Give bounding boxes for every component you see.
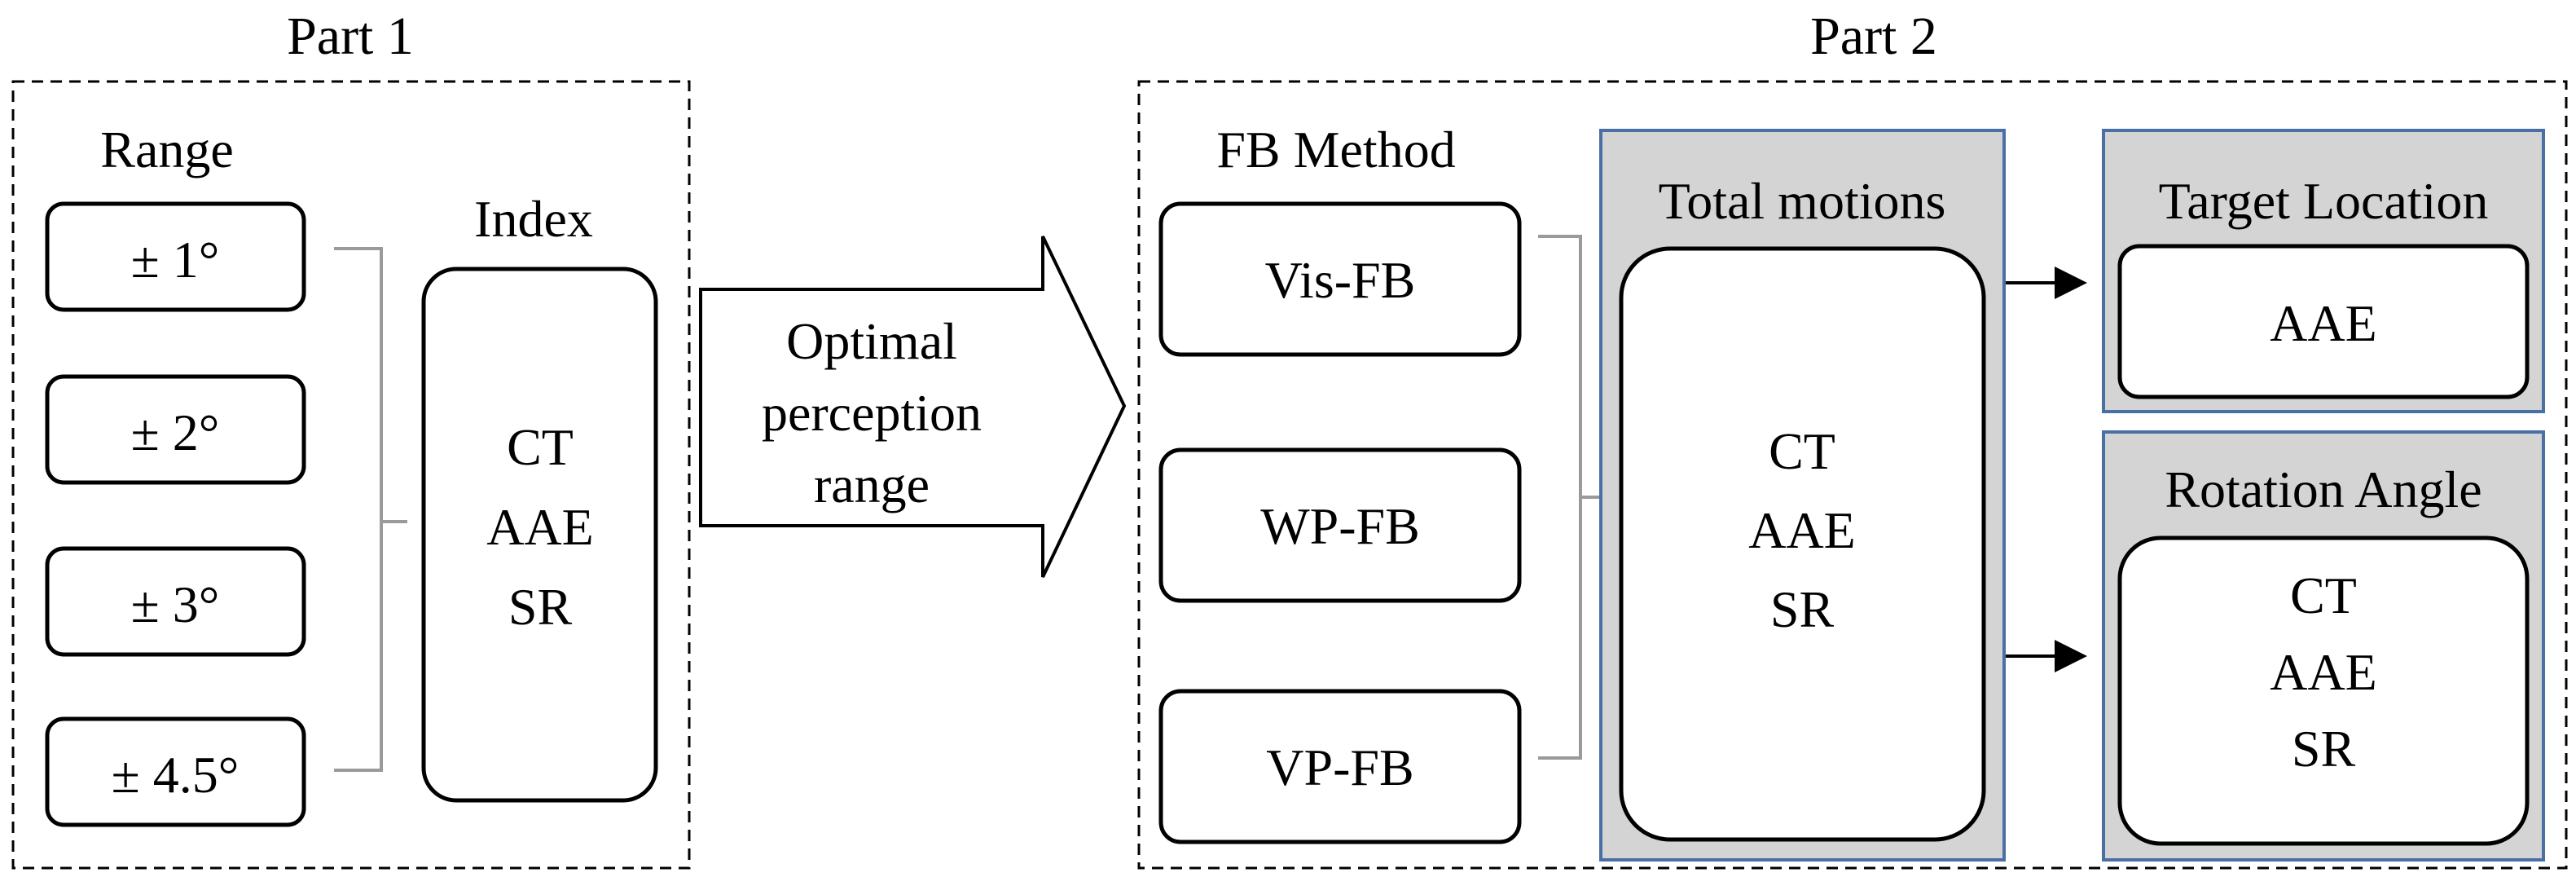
range-label: Range	[100, 121, 234, 178]
index-metric-2: AAE	[486, 498, 594, 556]
rotation-metric-2: AAE	[2270, 643, 2377, 701]
rotation-angle-panel: Rotation Angle CT AAE SR	[2102, 430, 2545, 862]
range-box-4: ± 4.5°	[45, 716, 306, 827]
fb-method-1: Vis-FB	[1265, 251, 1416, 309]
rotation-angle-title: Rotation Angle	[2165, 461, 2481, 518]
part2-frame	[1137, 80, 2568, 870]
range-value-1: ± 1°	[131, 231, 220, 289]
total-metric-3: SR	[1770, 580, 1835, 638]
range-box-3: ± 3°	[45, 546, 306, 657]
fb-method-3: VP-FB	[1266, 738, 1413, 796]
arrow-text-2: perception	[762, 384, 982, 442]
rotation-metric-1: CT	[2290, 566, 2357, 624]
fb-method-label: FB Method	[1216, 121, 1455, 178]
part2-title: Part 2	[1810, 7, 1937, 66]
part1-title: Part 1	[287, 7, 414, 66]
fb-box-vis: Vis-FB	[1158, 201, 1522, 357]
total-motions-title: Total motions	[1659, 172, 1946, 230]
range-value-3: ± 3°	[131, 575, 220, 633]
total-metric-2: AAE	[1748, 501, 1856, 559]
fb-bracket	[1538, 235, 1601, 760]
range-bracket	[334, 247, 407, 772]
range-box-1: ± 1°	[45, 201, 306, 312]
fb-box-wp: WP-FB	[1158, 447, 1522, 603]
arrow-text-3: range	[814, 456, 930, 513]
part1-frame	[11, 80, 691, 870]
index-metric-1: CT	[507, 418, 574, 476]
range-box-2: ± 2°	[45, 374, 306, 485]
index-box: CT AAE SR	[421, 267, 658, 803]
rotation-metric-3: SR	[2292, 720, 2356, 778]
target-location-panel: Target Location AAE	[2102, 129, 2545, 413]
target-metric-1: AAE	[2270, 294, 2377, 352]
target-location-title: Target Location	[2159, 172, 2489, 230]
total-metric-1: CT	[1769, 422, 1835, 480]
fb-box-vp: VP-FB	[1158, 689, 1522, 844]
total-motions-panel: Total motions CT AAE SR	[1599, 129, 2006, 862]
range-value-4: ± 4.5°	[112, 746, 240, 804]
fb-method-2: WP-FB	[1260, 497, 1420, 555]
optimal-range-arrow: Optimal perception range	[699, 236, 1127, 578]
index-metric-3: SR	[508, 578, 573, 636]
arrow-text-1: Optimal	[786, 312, 957, 370]
range-value-2: ± 2°	[131, 403, 220, 461]
index-label: Index	[474, 190, 593, 248]
